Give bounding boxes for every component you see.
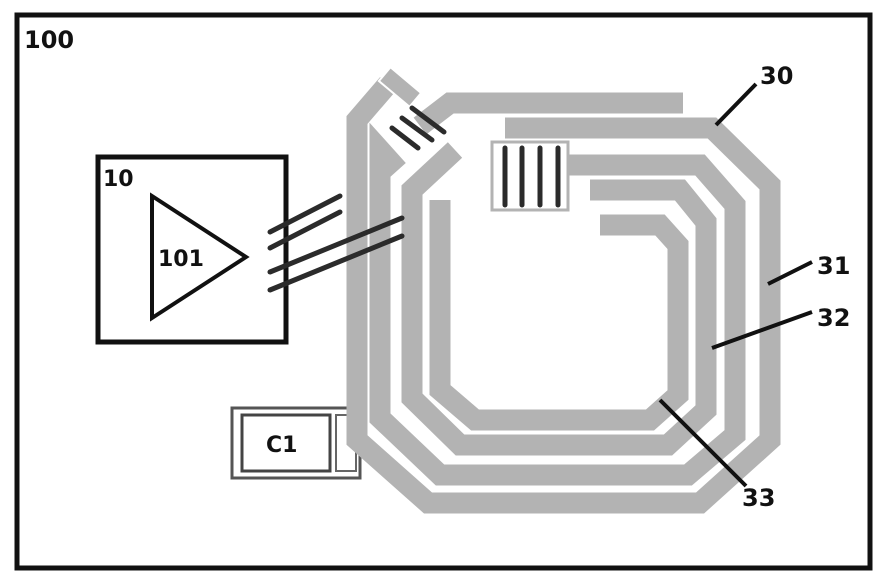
- coil-label: 30: [760, 62, 793, 90]
- chip-label: 10: [103, 167, 134, 192]
- wire-cross-2: [399, 115, 435, 143]
- loop-33-trace: [401, 142, 717, 456]
- wire-amp-1: [267, 193, 343, 235]
- board-outline: [14, 12, 873, 571]
- wire-cross-3: [409, 105, 447, 135]
- bond-wires: [267, 105, 561, 293]
- loop-inner-label: 33: [742, 484, 775, 512]
- board-label: 100: [24, 26, 74, 54]
- wire-amp-4: [267, 233, 405, 293]
- capacitor-inner: [240, 413, 332, 473]
- wire-amp-2: [267, 209, 343, 251]
- leader-32: [711, 310, 813, 350]
- amplifier-label: 101: [158, 247, 204, 272]
- leader-30: [714, 82, 758, 127]
- loop-32-trace: [369, 122, 746, 486]
- wire-amp-3: [267, 215, 405, 275]
- via-pad-left: [377, 65, 423, 109]
- coil-30: [346, 65, 781, 514]
- chip-block: [95, 154, 289, 345]
- capacitor-label: C1: [266, 433, 297, 458]
- loop-middle-label: 32: [817, 304, 850, 332]
- leader-31: [767, 260, 813, 286]
- wire-cross-1: [389, 125, 421, 151]
- amplifier-triangle: [150, 192, 250, 322]
- loop-31-trace: [346, 77, 781, 514]
- loop-outer-label: 31: [817, 252, 850, 280]
- leader-33: [658, 398, 748, 488]
- loop-33-inner-trace: [429, 200, 689, 431]
